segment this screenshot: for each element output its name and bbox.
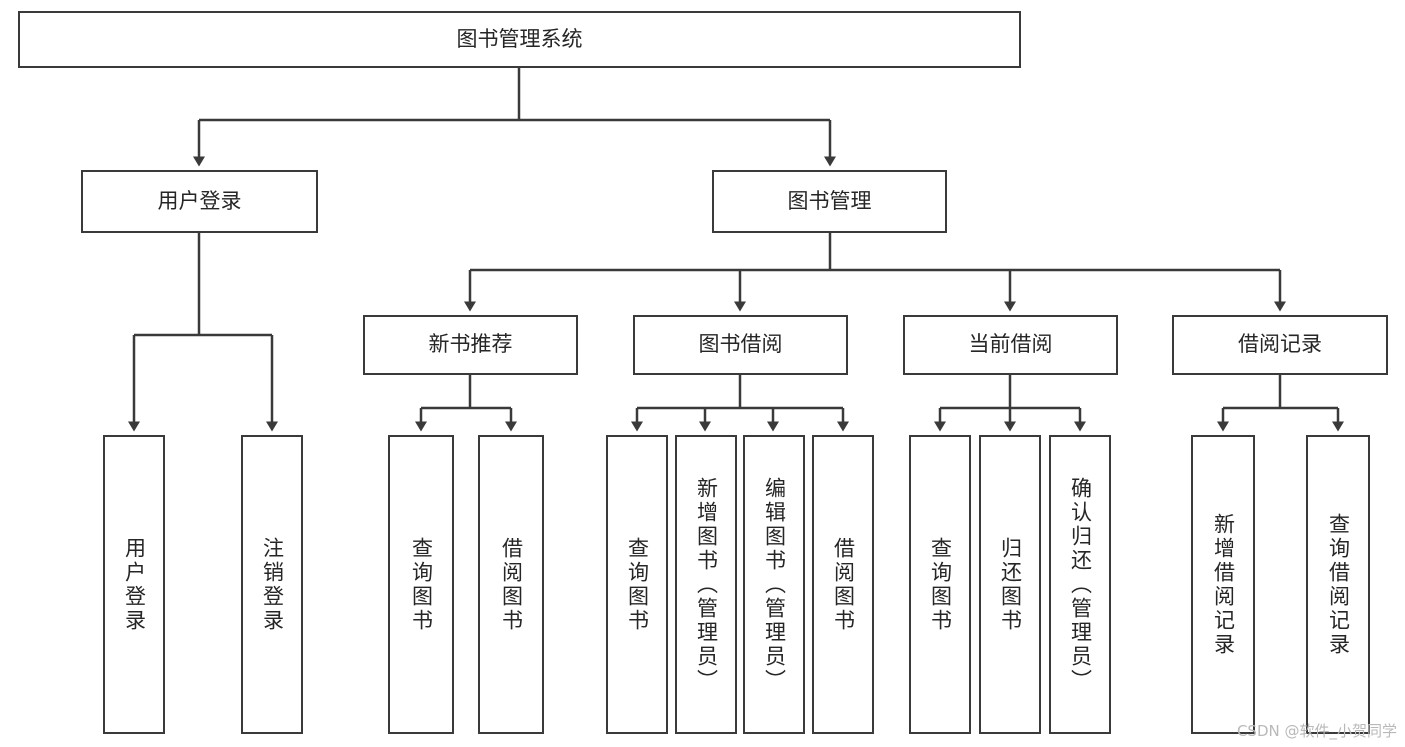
leaf-book-borrow-borrow[interactable]: 借阅图书 [812,435,874,734]
leaf-borrow-record-add[interactable]: 新增借阅记录 [1191,435,1255,734]
node-book-management-label: 图书管理 [787,188,872,213]
node-new-book-recommend[interactable]: 新书推荐 [363,315,578,375]
leaf-new-book-borrow[interactable]: 借阅图书 [478,435,544,734]
leaf-current-borrow-query-label: 查询图书 [928,536,953,633]
leaf-new-book-borrow-label: 借阅图书 [499,536,524,633]
leaf-user-login-login-label: 用户登录 [122,536,147,633]
leaf-borrow-record-query[interactable]: 查询借阅记录 [1306,435,1370,734]
leaf-user-login-login[interactable]: 用户登录 [103,435,165,734]
leaf-current-borrow-confirm[interactable]: 确认归还（管理员） [1049,435,1111,734]
leaf-user-login-logout[interactable]: 注销登录 [241,435,303,734]
leaf-book-borrow-add-label: 新增图书（管理员） [694,476,719,693]
leaf-user-login-logout-label: 注销登录 [260,536,285,633]
leaf-borrow-record-query-label: 查询借阅记录 [1326,512,1351,657]
node-borrow-record[interactable]: 借阅记录 [1172,315,1388,375]
leaf-current-borrow-confirm-label: 确认归还（管理员） [1068,476,1093,693]
leaf-book-borrow-edit[interactable]: 编辑图书（管理员） [743,435,805,734]
node-user-login[interactable]: 用户登录 [81,170,318,233]
node-user-login-label: 用户登录 [157,188,242,213]
leaf-current-borrow-query[interactable]: 查询图书 [909,435,971,734]
node-borrow-record-label: 借阅记录 [1238,332,1322,357]
node-book-management[interactable]: 图书管理 [712,170,947,233]
leaf-new-book-query[interactable]: 查询图书 [388,435,454,734]
node-root[interactable]: 图书管理系统 [18,11,1021,68]
node-root-label: 图书管理系统 [456,26,583,51]
leaf-book-borrow-query-label: 查询图书 [625,536,650,633]
leaf-book-borrow-borrow-label: 借阅图书 [831,536,856,633]
leaf-current-borrow-return-label: 归还图书 [998,536,1023,633]
leaf-borrow-record-add-label: 新增借阅记录 [1211,512,1236,657]
node-new-book-recommend-label: 新书推荐 [428,332,513,357]
leaf-book-borrow-edit-label: 编辑图书（管理员） [762,476,787,693]
node-book-borrow[interactable]: 图书借阅 [633,315,848,375]
node-current-borrow[interactable]: 当前借阅 [903,315,1118,375]
node-book-borrow-label: 图书借阅 [698,332,783,357]
leaf-book-borrow-add[interactable]: 新增图书（管理员） [675,435,737,734]
node-current-borrow-label: 当前借阅 [968,332,1053,357]
leaf-current-borrow-return[interactable]: 归还图书 [979,435,1041,734]
leaf-book-borrow-query[interactable]: 查询图书 [606,435,668,734]
leaf-new-book-query-label: 查询图书 [409,536,434,633]
